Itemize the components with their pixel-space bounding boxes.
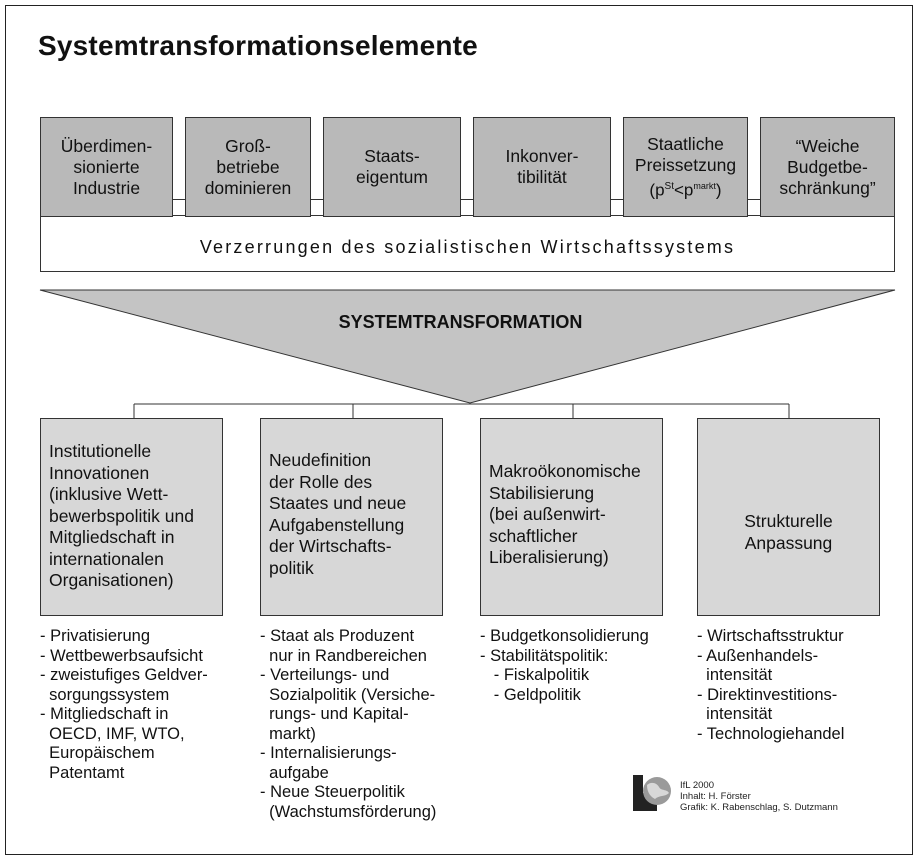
bottom-box-strukturelle: Strukturelle Anpassung bbox=[697, 418, 880, 616]
list-item: - Verteilungs- und bbox=[260, 666, 390, 684]
transformation-label: SYSTEMTRANSFORMATION bbox=[338, 312, 583, 332]
list-item: - Außenhandels- bbox=[697, 646, 819, 665]
bottom-box-label: Neudefinition der Rolle des Staates und … bbox=[269, 450, 407, 578]
list-item: intensität bbox=[697, 666, 773, 684]
top-box-industrie: Überdimen- sionierte Industrie bbox=[40, 117, 173, 217]
list-item: Sozialpolitik (Versiche- bbox=[260, 685, 436, 704]
list-makrooekonomisch: - Budgetkonsolidierung - Stabilitätspoli… bbox=[480, 627, 649, 705]
page-title: Systemtransformationselemente bbox=[38, 30, 478, 61]
list-item: aufgabe bbox=[260, 763, 329, 782]
list-strukturelle: - Wirtschaftsstruktur - Außenhandels- in… bbox=[697, 627, 844, 744]
list-item: intensität bbox=[697, 705, 773, 723]
list-item: - Budgetkonsolidierung bbox=[480, 627, 649, 645]
price-formula: (pSt<pmarkt) bbox=[649, 180, 722, 200]
top-box-label: Überdimen- sionierte Industrie bbox=[60, 135, 153, 198]
top-connector-line bbox=[40, 199, 895, 200]
top-box-grossbetriebe: Groß- betriebe dominieren bbox=[185, 117, 311, 217]
list-item: sorgungssystem bbox=[40, 685, 170, 704]
ifl-logo-icon bbox=[633, 775, 671, 811]
bottom-box-label: Makroökonomische Stabilisierung (bei auß… bbox=[489, 461, 641, 567]
list-item: - Privatisierung bbox=[40, 627, 151, 645]
bottom-box-neudefinition: Neudefinition der Rolle des Staates und … bbox=[260, 418, 443, 616]
list-item: - Stabilitätspolitik: bbox=[480, 646, 609, 665]
list-item: - Technologiehandel bbox=[697, 724, 845, 743]
credits: IfL 2000 Inhalt: H. Förster Grafik: K. R… bbox=[680, 780, 838, 813]
credit-line: IfL 2000 bbox=[680, 780, 714, 791]
list-item: - Internalisierungs- bbox=[260, 744, 397, 762]
bottom-box-makrooekonomisch: Makroökonomische Stabilisierung (bei auß… bbox=[480, 418, 663, 616]
top-box-inkonvertibilitaet: Inkonver- tibilität bbox=[473, 117, 611, 217]
list-item: - Fiskalpolitik bbox=[480, 666, 590, 684]
list-item: - Mitgliedschaft in bbox=[40, 705, 169, 723]
list-item: Patentamt bbox=[40, 763, 125, 782]
top-box-label: Groß- betriebe dominieren bbox=[204, 135, 292, 198]
list-item: - Wirtschaftsstruktur bbox=[697, 627, 844, 645]
list-item: nur in Randbereichen bbox=[260, 646, 427, 665]
list-item: - Geldpolitik bbox=[480, 685, 581, 704]
top-box-label: Staats- eigentum bbox=[356, 146, 428, 187]
top-box-preissetzung: Staatliche Preissetzung (pSt<pmarkt) bbox=[623, 117, 748, 217]
distortions-label: Verzerrungen des sozialistischen Wirtsch… bbox=[199, 237, 736, 257]
top-box-label: Inkonver- tibilität bbox=[505, 146, 579, 187]
list-item: (Wachstumsförderung) bbox=[260, 802, 437, 821]
list-item: markt) bbox=[260, 724, 316, 743]
list-item: - Staat als Produzent bbox=[260, 627, 415, 645]
list-item: - Wettbewerbsaufsicht bbox=[40, 646, 203, 665]
list-item: - Direktinvestitions- bbox=[697, 685, 838, 704]
distortions-band: Verzerrungen des sozialistischen Wirtsch… bbox=[40, 215, 895, 272]
credit-line: Grafik: K. Rabenschlag, S. Dutzmann bbox=[680, 802, 838, 813]
list-item: - zweistufiges Geldver- bbox=[40, 666, 208, 684]
credit-line: Inhalt: H. Förster bbox=[680, 791, 751, 802]
bottom-box-label: Strukturelle Anpassung bbox=[744, 511, 833, 553]
list-item: - Neue Steuerpolitik bbox=[260, 783, 405, 801]
bottom-box-label: Institutionelle Innovationen (inklusive … bbox=[49, 441, 194, 590]
list-institutionelle: - Privatisierung - Wettbewerbsaufsicht -… bbox=[40, 627, 208, 783]
list-neudefinition: - Staat als Produzent nur in Randbereich… bbox=[260, 627, 436, 822]
bottom-box-institutionelle: Institutionelle Innovationen (inklusive … bbox=[40, 418, 223, 616]
list-item: rungs- und Kapital- bbox=[260, 705, 409, 723]
top-box-label: Staatliche Preissetzung bbox=[634, 133, 737, 175]
top-box-budgetbeschraenkung: “Weiche Budgetbe- schränkung” bbox=[760, 117, 895, 217]
figure-frame bbox=[5, 5, 913, 855]
top-box-label: “Weiche Budgetbe- schränkung” bbox=[779, 135, 876, 198]
list-item: Europäischem bbox=[40, 744, 155, 762]
list-item: OECD, IMF, WTO, bbox=[40, 724, 185, 743]
top-box-staatseigentum: Staats- eigentum bbox=[323, 117, 461, 217]
